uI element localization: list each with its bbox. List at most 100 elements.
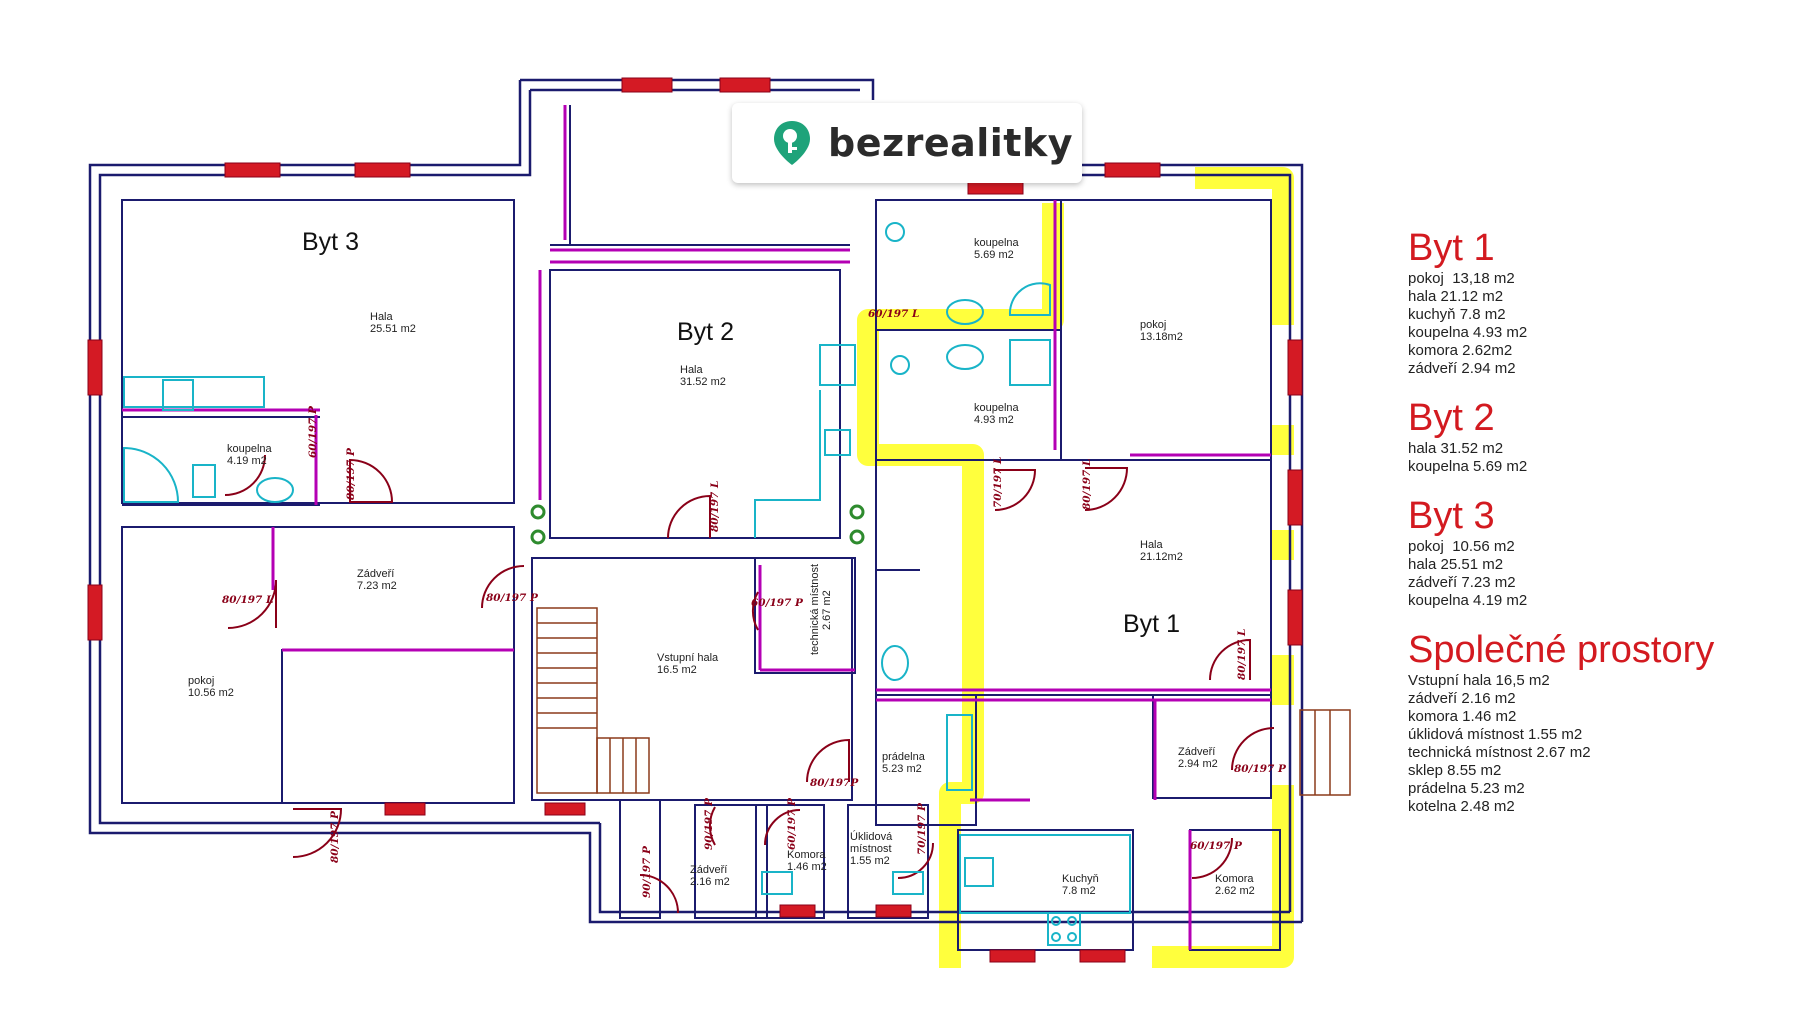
room-area: 4.93 m2 (974, 414, 1014, 426)
door-label: 80/197 P (345, 447, 357, 500)
legend-item: koupelna 4.93 m2 (1408, 324, 1528, 341)
legend-title: Byt 2 (1408, 397, 1495, 439)
legend-title: Byt 1 (1408, 227, 1495, 269)
room-name: koupelna (974, 402, 1020, 414)
room-area: 2.67 m2 (821, 590, 833, 630)
room-name: Komora (787, 849, 826, 861)
room-name: pokoj (1140, 319, 1166, 331)
room-area: 13.18m2 (1140, 331, 1183, 343)
room-area: 5.69 m2 (974, 249, 1014, 261)
door-label: 80/197 P (1234, 763, 1287, 775)
room-name: Hala (370, 311, 394, 323)
room-name: místnost (850, 843, 892, 855)
room-name: Zádveří (690, 864, 727, 876)
legend-title: Společné prostory (1408, 629, 1715, 671)
legend-item: komora 1.46 m2 (1408, 708, 1517, 725)
room-name: koupelna (227, 443, 273, 455)
column-markers (530, 504, 865, 545)
door-label: 80/197P (810, 777, 859, 789)
legend-item: Vstupní hala 16,5 m2 (1408, 672, 1550, 689)
room-name: Vstupní hala (657, 652, 719, 664)
legend-item: zádveří 7.23 m2 (1408, 574, 1516, 591)
room-name: Úklidová (850, 830, 893, 843)
byt2-label: Byt 2 (677, 318, 734, 346)
room-area: 16.5 m2 (657, 664, 697, 676)
door-label: 90/197 P (703, 797, 715, 850)
legend-item: hala 25.51 m2 (1408, 556, 1504, 573)
room-area: 5.23 m2 (882, 763, 922, 775)
room-name: Kuchyň (1062, 873, 1099, 885)
room-area: 10.56 m2 (188, 687, 234, 699)
interior-walls (121, 105, 1281, 951)
legend-item: technická místnost 2.67 m2 (1408, 744, 1591, 761)
door-label: 70/197 P (916, 802, 928, 855)
legend-section-common: Společné prostory Vstupní hala 16,5 m2 z… (1408, 628, 1788, 816)
door-label: 60/197 P (751, 597, 804, 609)
legend-item: zádveří 2.16 m2 (1408, 690, 1516, 707)
room-area: 21.12m2 (1140, 551, 1183, 563)
legend-item: komora 2.62m2 (1408, 342, 1513, 359)
legend-item: pokoj 13,18 m2 (1408, 270, 1515, 287)
room-area: 31.52 m2 (680, 376, 726, 388)
door-label: 90/197 P (641, 845, 653, 898)
door-label: 80/197 L (709, 481, 721, 532)
legend-section-byt1: Byt 1 pokoj 13,18 m2 hala 21.12 m2 kuchy… (1408, 226, 1788, 378)
legend-item: koupelna 4.19 m2 (1408, 592, 1528, 609)
bathroom-fixtures (123, 222, 1131, 946)
legend-item: sklep 8.55 m2 (1408, 762, 1502, 779)
legend-item: koupelna 5.69 m2 (1408, 458, 1528, 475)
room-labels: Hala 25.51 m2 koupelna 4.19 m2 Zádveří 7… (188, 237, 1255, 897)
map-pin-key-icon (772, 119, 812, 167)
door-label: 60/197 L (868, 308, 919, 320)
legend-item: kotelna 2.48 m2 (1408, 798, 1515, 815)
door-label: 60/197 P (307, 405, 319, 458)
door-label: 60/197 P (786, 797, 798, 850)
bezrealitky-logo: bezrealitky (732, 103, 1082, 183)
door-label: 60/197 P (1190, 840, 1243, 852)
staircase (536, 607, 1351, 796)
room-name: Komora (1215, 873, 1254, 885)
legend-item: hala 21.12 m2 (1408, 288, 1504, 305)
room-name: Hala (680, 364, 704, 376)
windows (87, 77, 1303, 963)
logo-text: bezrealitky (828, 121, 1074, 165)
room-area: 4.19 m2 (227, 455, 267, 467)
legend-item: kuchyň 7.8 m2 (1408, 306, 1506, 323)
door-label: 80/197 L (222, 594, 273, 606)
room-name: Hala (1140, 539, 1164, 551)
legend-item: zádveří 2.94 m2 (1408, 360, 1516, 377)
legend-section-byt2: Byt 2 hala 31.52 m2 koupelna 5.69 m2 (1408, 396, 1788, 476)
room-name: pokoj (188, 675, 214, 687)
room-area: 2.62 m2 (1215, 885, 1255, 897)
room-name: koupelna (974, 237, 1020, 249)
legend-item: úklidová místnost 1.55 m2 (1408, 726, 1583, 743)
room-name: Zádveří (357, 568, 394, 580)
byt1-highlight (857, 167, 1294, 968)
door-label: 70/197 L (992, 457, 1004, 508)
area-legend: Byt 1 pokoj 13,18 m2 hala 21.12 m2 kuchy… (1408, 226, 1788, 834)
byt1-label: Byt 1 (1123, 610, 1180, 638)
room-area: 7.8 m2 (1062, 885, 1096, 897)
door-swings (224, 454, 1275, 914)
room-area: 25.51 m2 (370, 323, 416, 335)
room-name: prádelna (882, 751, 926, 763)
room-area: 1.46 m2 (787, 861, 827, 873)
legend-item: hala 31.52 m2 (1408, 440, 1504, 457)
room-name: technická místnost (809, 564, 821, 655)
room-area: 1.55 m2 (850, 855, 890, 867)
room-name: Zádveří (1178, 746, 1215, 758)
byt3-label: Byt 3 (302, 228, 359, 256)
partition-walls (122, 105, 1271, 950)
door-label: 80/197 L (1081, 459, 1093, 510)
door-label: 80/197 P (486, 592, 539, 604)
room-area: 2.94 m2 (1178, 758, 1218, 770)
legend-section-byt3: Byt 3 pokoj 10.56 m2 hala 25.51 m2 zádve… (1408, 494, 1788, 610)
door-labels: 60/197 P 80/197 P 80/197 L 80/197 P 80/1… (222, 308, 1287, 898)
door-label: 80/197 L (1236, 629, 1248, 680)
door-label: 80/197 P (329, 810, 341, 863)
room-area: 2.16 m2 (690, 876, 730, 888)
legend-item: prádelna 5.23 m2 (1408, 780, 1525, 797)
legend-title: Byt 3 (1408, 495, 1495, 537)
room-area: 7.23 m2 (357, 580, 397, 592)
legend-item: pokoj 10.56 m2 (1408, 538, 1515, 555)
